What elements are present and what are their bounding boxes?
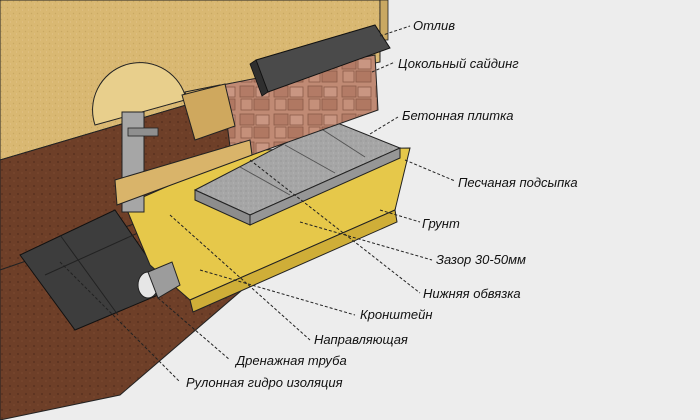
leader-bracket: [199, 269, 356, 316]
label-drain: Дренажная труба: [236, 353, 347, 368]
leader-otliv: [379, 25, 411, 37]
leader-drain: [157, 297, 231, 361]
leader-tile: [369, 116, 399, 135]
leader-gap: [299, 221, 433, 261]
label-bottom-frame: Нижняя обвязка: [423, 286, 521, 301]
bottom-frame-beam: [114, 139, 253, 206]
label-guide: Направляющая: [314, 332, 408, 347]
leader-ground: [379, 209, 421, 223]
label-sand: Песчаная подсыпка: [458, 175, 578, 190]
label-siding: Цокольный сайдинг: [398, 56, 519, 71]
leader-guide: [169, 214, 311, 341]
leader-bottom-frame: [249, 159, 421, 294]
label-bracket: Кронштейн: [360, 307, 433, 322]
bracket: [92, 62, 186, 126]
leader-siding: [371, 61, 396, 73]
leader-membrane: [59, 261, 181, 383]
label-tile: Бетонная плитка: [402, 108, 514, 123]
leader-sand: [404, 159, 456, 182]
label-ground: Грунт: [422, 216, 460, 231]
drain-pipe: [147, 261, 181, 299]
concrete-tiles-side: [249, 147, 401, 226]
label-otliv: Отлив: [413, 18, 456, 33]
label-gap: Зазор 30-50мм: [436, 252, 526, 267]
label-membrane: Рулонная гидро изоляция: [186, 375, 343, 390]
